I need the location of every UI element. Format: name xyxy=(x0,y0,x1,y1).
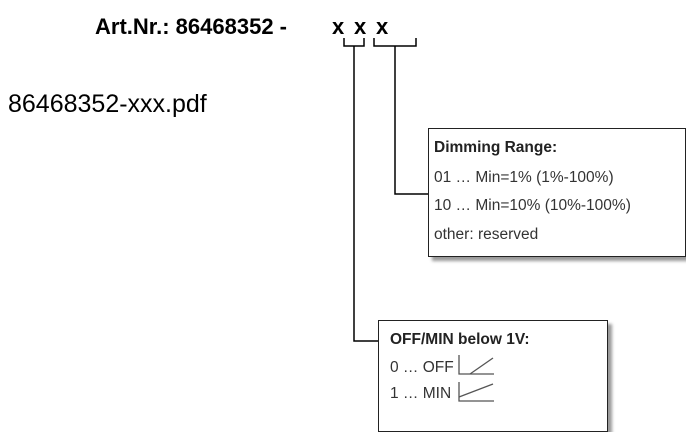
dimming-range-box: Dimming Range: 01 … Min=1% (1%-100%) 10 … xyxy=(428,128,686,257)
article-number-header: Art.Nr.: 86468352 - x x x xyxy=(95,14,388,40)
off-min-option-1: 1 … MIN xyxy=(390,385,452,402)
bracket-last-chars xyxy=(373,38,417,47)
code-char-2: x xyxy=(354,14,367,39)
dimming-option-10: 10 … Min=10% (10%-100%) xyxy=(434,197,631,214)
connector-dimming xyxy=(394,46,428,195)
pdf-filename: 86468352-xxx.pdf xyxy=(8,90,207,118)
connector-offmin xyxy=(353,46,378,342)
dimming-range-title: Dimming Range: xyxy=(434,139,558,156)
off-min-option-0: 0 … OFF xyxy=(390,359,454,376)
article-number-prefix: Art.Nr.: 86468352 - xyxy=(95,14,287,39)
connector-lines xyxy=(343,38,428,342)
code-char-1: x xyxy=(332,14,345,39)
bracket-first-char xyxy=(343,38,365,47)
ramp-min-icon xyxy=(458,382,494,402)
code-char-3: x xyxy=(376,14,389,39)
off-min-box: OFF/MIN below 1V: 0 … OFF 1 … MIN xyxy=(378,320,608,432)
dimming-option-01: 01 … Min=1% (1%-100%) xyxy=(434,169,614,186)
ramp-off-icon xyxy=(458,355,494,375)
off-min-title: OFF/MIN below 1V: xyxy=(390,331,530,348)
dimming-option-other: other: reserved xyxy=(434,226,539,243)
